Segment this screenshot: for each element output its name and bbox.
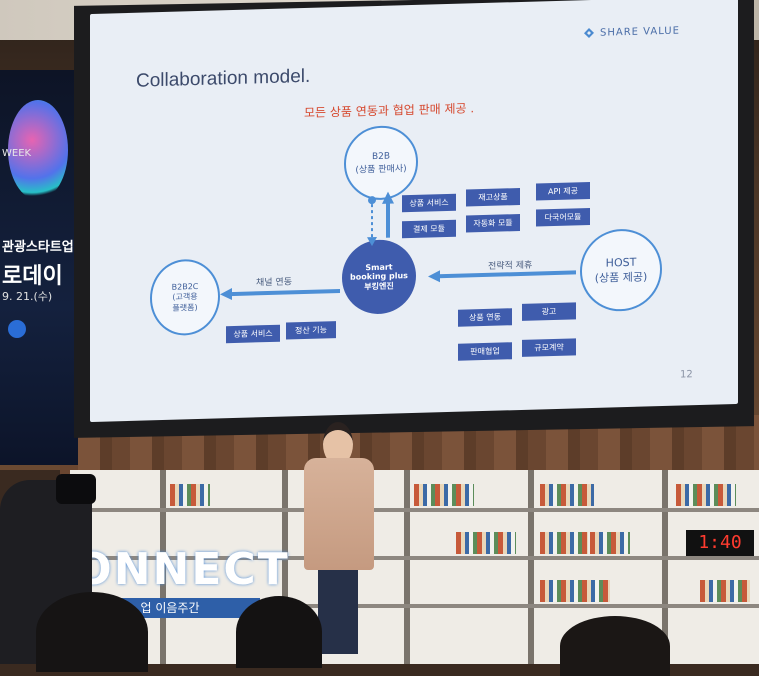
- tag-product-link: 상품 연동: [458, 308, 512, 327]
- diagram-arrows: [220, 191, 576, 301]
- tag-inventory: 재고상품: [466, 187, 520, 207]
- banner-title-line2: 로데이: [2, 264, 63, 289]
- audience-head: [236, 596, 322, 668]
- tag-automation: 자동화 모듈: [466, 213, 520, 233]
- books: [456, 532, 516, 554]
- dashed-arrow-origin: [368, 196, 376, 205]
- books: [414, 484, 474, 506]
- books: [676, 484, 736, 506]
- tag-sales-collab: 판매협업: [458, 342, 512, 361]
- presenter-jacket: [304, 458, 374, 570]
- tag-multilingual: 다국어모듈: [536, 208, 590, 227]
- books: [540, 484, 594, 506]
- shelf-board: [70, 604, 759, 608]
- presentation-slide: Collaboration model. SHARE VALUE 모든 상품 연…: [90, 0, 738, 423]
- arrow-host-head: [428, 270, 440, 283]
- strategy-label: 전략적 제휴: [488, 260, 533, 272]
- tag-settlement: 정산 기능: [286, 321, 336, 340]
- shelf-divider: [662, 470, 668, 664]
- shelf-board: [70, 508, 759, 512]
- arrow-host-to-engine: [438, 270, 576, 279]
- banner-title-line1: 관광스타트업: [2, 240, 74, 255]
- books: [170, 484, 210, 506]
- tag-api: API 제공: [536, 182, 590, 201]
- banner-graphic: [8, 100, 68, 200]
- tag-scale-contract: 규모계약: [522, 338, 576, 357]
- arrow-engine-to-b2b2c: [230, 289, 340, 297]
- dashed-arrow-head: [367, 236, 377, 247]
- channel-label: 채널 연동: [256, 277, 292, 289]
- books: [700, 580, 750, 602]
- shelf-board: [70, 556, 759, 560]
- audience-head: [560, 616, 670, 676]
- slide-page-number: 12: [680, 369, 693, 381]
- arrow-up-head: [382, 191, 394, 204]
- tag-product-service: 상품 서비스: [402, 193, 456, 213]
- banner-week-text: WEEK: [2, 148, 32, 159]
- digital-clock: 1:40: [686, 530, 754, 556]
- presenter-legs: [318, 570, 358, 654]
- books: [540, 532, 588, 554]
- shelf-divider: [404, 470, 410, 664]
- tag-left-product-service: 상품 서비스: [226, 324, 280, 344]
- audience-head: [36, 592, 148, 672]
- arrow-b2b2c-head: [220, 288, 232, 301]
- books: [540, 580, 610, 602]
- banner-date: 9. 21.(수): [2, 290, 53, 303]
- books: [590, 532, 630, 554]
- banner-dot: [8, 320, 26, 338]
- tag-ads: 광고: [522, 302, 576, 321]
- brand-logo-icon: [584, 28, 594, 39]
- camera-icon: [56, 474, 96, 504]
- shelf-divider: [160, 470, 166, 664]
- shelf-divider: [528, 470, 534, 664]
- shelf-divider: [282, 470, 288, 664]
- tag-payment: 결제 모듈: [402, 219, 456, 239]
